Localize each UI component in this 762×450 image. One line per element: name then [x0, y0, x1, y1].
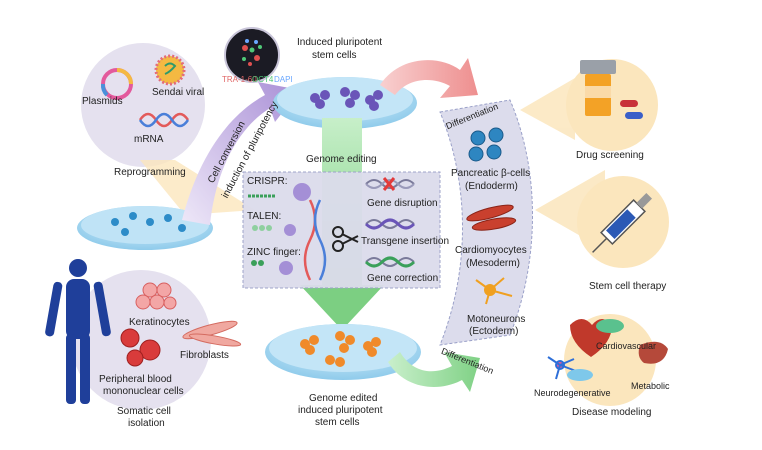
label-disease-modeling: Disease modeling	[572, 407, 652, 418]
label-cardio-line1: Cardiomyocytes	[455, 245, 527, 256]
gene-correction-icon	[364, 256, 416, 268]
label-gene-correction: Gene correction	[367, 273, 439, 284]
label-keratinocytes: Keratinocytes	[129, 317, 190, 328]
label-talen: TALEN:	[247, 211, 282, 222]
label-pancreatic-line2: (Endoderm)	[465, 181, 518, 192]
stain-dapi: DAPI	[274, 75, 293, 84]
label-cardio-line2: (Mesoderm)	[466, 258, 520, 269]
label-mrna: mRNA	[134, 134, 164, 145]
differentiation-panel	[439, 99, 533, 346]
label-neurodegenerative: Neurodegenerative	[534, 388, 611, 398]
label-gene-disruption: Gene disruption	[367, 198, 438, 209]
transgene-insertion-icon	[364, 218, 416, 230]
neuro-dish-icon	[567, 369, 593, 381]
drug-screening-circle	[566, 59, 658, 151]
edited-dish	[265, 324, 421, 380]
label-somatic-line1: Somatic cell	[117, 406, 171, 417]
scissors-icon	[332, 226, 359, 252]
label-zinc: ZINC finger:	[247, 247, 301, 258]
liver-icon	[638, 341, 668, 364]
ipsc-stain-image	[224, 27, 280, 83]
conversion-arrow	[182, 82, 300, 225]
stain-tra: TRA-1-60	[222, 75, 257, 84]
dna-icon	[303, 199, 327, 281]
fibroblasts-icon	[182, 320, 242, 347]
label-stem-cell-therapy: Stem cell therapy	[589, 281, 667, 292]
somatic-dish	[77, 206, 213, 250]
cardio-dish-icon	[596, 319, 624, 333]
zinc-finger-icon	[251, 260, 293, 275]
label-pancreatic-line1: Pancreatic β-cells	[451, 168, 531, 179]
mrna-icon	[138, 112, 190, 128]
label-edited-line3: stem cells	[315, 417, 360, 428]
differentiation-arrow-bottom	[388, 352, 480, 392]
differentiation-arrow-top	[380, 58, 478, 98]
label-metabolic: Metabolic	[631, 381, 670, 391]
keratinocytes-icon	[135, 282, 177, 310]
gene-disruption-icon	[365, 177, 415, 191]
cardiomyocytes-icon	[466, 204, 517, 231]
label-pbmc-line1: Peripheral blood	[99, 374, 172, 385]
stain-oct: OCT4	[252, 75, 274, 84]
pbmc-icon	[120, 328, 161, 367]
label-edited-line2: induced pluripotent	[298, 405, 383, 416]
label-pbmc-line2: mononuclear cells	[103, 386, 184, 397]
crispr-icon	[248, 183, 311, 201]
talen-icon	[252, 224, 296, 236]
label-sendai: Sendai viral	[152, 87, 205, 98]
ipsc-dish	[273, 77, 417, 129]
label-edited-line1: Genome edited	[309, 393, 378, 404]
neuron-icon	[547, 356, 577, 380]
disease-modeling-circle	[547, 314, 668, 406]
genome-editing-panel	[242, 171, 441, 289]
label-drug-screening: Drug screening	[576, 150, 644, 161]
motoneuron-icon	[475, 277, 513, 305]
label-cardiovascular: Cardiovascular	[596, 341, 657, 351]
human-body-icon	[45, 259, 111, 404]
label-plasmids: Plasmids	[82, 96, 123, 107]
label-genome-editing: Genome editing	[306, 154, 377, 165]
label-fibroblasts: Fibroblasts	[180, 350, 229, 361]
stem-cell-therapy-circle	[577, 176, 669, 268]
label-transgene-insertion: Transgene insertion	[361, 236, 450, 247]
pancreatic-cells-icon	[468, 127, 504, 162]
sendai-virus-icon	[154, 54, 186, 86]
label-ipsc-line2: stem cells	[312, 50, 357, 61]
label-reprogramming: Reprogramming	[114, 167, 186, 178]
label-moto-line2: (Ectoderm)	[469, 326, 519, 337]
label-moto-line1: Motoneurons	[467, 314, 526, 325]
label-somatic-line2: isolation	[128, 418, 165, 429]
label-ipsc-line1: Induced pluripotent	[297, 37, 383, 48]
label-crispr: CRISPR:	[247, 176, 288, 187]
